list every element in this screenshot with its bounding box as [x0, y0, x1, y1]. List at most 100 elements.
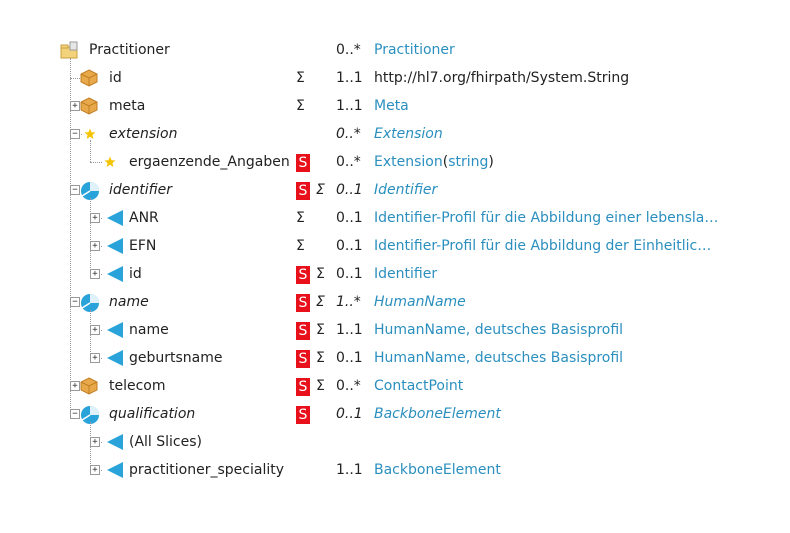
flags-cell: Σ — [296, 232, 332, 260]
type-cell: Identifier — [374, 260, 437, 288]
tree-row[interactable]: + practitioner_speciality 1..1 BackboneElem… — [0, 456, 790, 484]
type-cell: Identifier-Profil für die Abbildung der … — [374, 232, 711, 260]
expand-toggle-icon[interactable]: + — [70, 381, 80, 391]
type-cell: HumanName — [374, 288, 466, 316]
element-name: practitioner_speciality — [129, 462, 284, 478]
type-parameter: (string) — [442, 154, 494, 170]
type-link[interactable]: Extension — [374, 126, 443, 142]
slice-icon — [106, 433, 124, 455]
type-parameter-link[interactable]: string — [448, 154, 489, 170]
slicer-icon — [80, 293, 100, 317]
type-cell: HumanName, deutsches Basisprofil — [374, 316, 623, 344]
flags-cell — [296, 456, 332, 484]
type-cell: Practitioner — [374, 36, 455, 64]
type-cell: Identifier-Profil für die Abbildung eine… — [374, 204, 718, 232]
primitive-icon — [80, 69, 98, 91]
cardinality: 0..1 — [336, 406, 363, 422]
type-link[interactable]: Extension — [374, 154, 443, 170]
cardinality: 0..1 — [336, 350, 363, 366]
element-name: ergaenzende_Angaben — [129, 154, 290, 170]
extension-star-icon — [84, 128, 96, 144]
type-link[interactable]: HumanName, deutsches Basisprofil — [374, 350, 624, 366]
element-name: Practitioner — [89, 42, 170, 58]
must-support-badge: S — [296, 154, 310, 172]
must-support-badge: S — [296, 294, 310, 312]
expand-toggle-icon[interactable]: + — [90, 269, 100, 279]
expand-toggle-icon[interactable]: + — [90, 325, 100, 335]
flags-cell: S — [296, 148, 332, 176]
slice-icon — [106, 209, 124, 231]
flags-cell — [296, 36, 332, 64]
type-link[interactable]: BackboneElement — [374, 462, 501, 478]
primitive-icon — [80, 97, 98, 119]
tree-connector-line — [70, 78, 82, 79]
type-text: http://hl7.org/fhirpath/System.String — [374, 70, 630, 86]
cardinality: 0..* — [336, 126, 361, 142]
expand-toggle-icon[interactable]: + — [90, 213, 100, 223]
cardinality: 0..1 — [336, 238, 363, 254]
type-link[interactable]: Practitioner — [374, 42, 455, 58]
expand-toggle-icon[interactable]: + — [90, 241, 100, 251]
tree-guide-line — [90, 198, 91, 274]
must-support-badge: S — [296, 322, 310, 340]
type-link[interactable]: Identifier — [374, 266, 438, 282]
collapse-toggle-icon[interactable]: − — [70, 129, 80, 139]
type-link[interactable]: Identifier-Profil für die Abbildung eine… — [374, 210, 719, 226]
expand-toggle-icon[interactable]: + — [70, 101, 80, 111]
tree-guide-line — [70, 58, 71, 414]
element-name: identifier — [109, 182, 173, 198]
must-support-badge: S — [296, 182, 310, 200]
type-link[interactable]: BackboneElement — [374, 406, 501, 422]
type-link[interactable]: HumanName, deutsches Basisprofil — [374, 322, 624, 338]
cardinality: 0..1 — [336, 266, 363, 282]
extension-star-icon — [104, 156, 116, 172]
cardinality: 0..1 — [336, 182, 363, 198]
type-link[interactable]: Identifier — [374, 182, 438, 198]
folder-icon — [60, 41, 80, 65]
collapse-toggle-icon[interactable]: − — [70, 185, 80, 195]
tree-guide-line — [90, 422, 91, 470]
tree-row[interactable]: Practitioner 0..* Practitioner — [0, 36, 790, 64]
cardinality: 1..1 — [336, 462, 363, 478]
type-link[interactable]: HumanName — [374, 294, 466, 310]
cardinality: 1..* — [336, 294, 361, 310]
summary-flag: Σ — [296, 98, 305, 114]
type-cell: Extension(string) — [374, 148, 494, 176]
type-link[interactable]: Meta — [374, 98, 409, 114]
flags-cell — [296, 120, 332, 148]
tree-guide-line — [90, 310, 91, 358]
cardinality: 0..* — [336, 42, 361, 58]
flags-cell: S — [296, 400, 332, 428]
expand-toggle-icon[interactable]: + — [90, 437, 100, 447]
element-name: telecom — [109, 378, 166, 394]
collapse-toggle-icon[interactable]: − — [70, 297, 80, 307]
type-link[interactable]: ContactPoint — [374, 378, 464, 394]
summary-flag: Σ — [316, 350, 325, 366]
summary-flag: Σ — [316, 322, 325, 338]
collapse-toggle-icon[interactable]: − — [70, 409, 80, 419]
summary-flag: Σ — [296, 238, 305, 254]
tree-connector-line — [90, 162, 102, 163]
type-cell: BackboneElement — [374, 400, 501, 428]
tree-row[interactable]: +(All Slices) — [0, 428, 790, 456]
type-link[interactable]: Identifier-Profil für die Abbildung der … — [374, 238, 712, 254]
expand-toggle-icon[interactable]: + — [90, 353, 100, 363]
tree-guide-line — [90, 140, 91, 162]
expand-toggle-icon[interactable]: + — [90, 465, 100, 475]
slice-icon — [106, 265, 124, 287]
